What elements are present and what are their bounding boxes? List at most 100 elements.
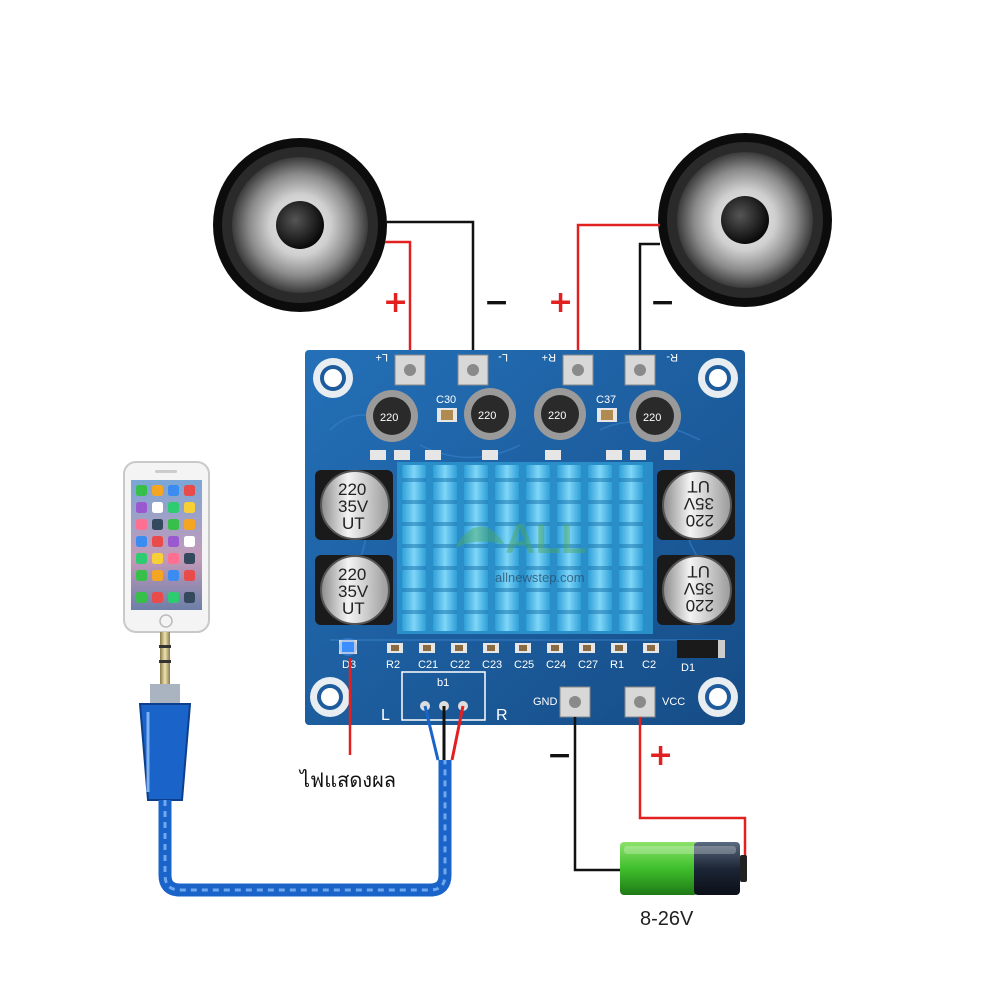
svg-text:UT: UT [342,514,365,533]
svg-text:allnewstep.com: allnewstep.com [495,570,585,585]
terminal-r-plus: R+ [542,351,594,386]
dock-app-icon [136,592,147,603]
app-icon [136,519,147,530]
svg-text:220: 220 [380,412,398,424]
app-icon [168,570,179,581]
app-icon [168,553,179,564]
speaker-right [658,133,832,307]
smd-component: R2 [386,643,403,671]
svg-text:b1: b1 [437,677,449,689]
terminal-gnd: GND [533,686,591,718]
mounting-hole-tr [698,358,738,398]
app-icon [136,502,147,513]
sign-left-plus: + [383,285,408,320]
svg-text:L: L [381,707,390,724]
smd-component: C24 [546,643,566,671]
component-label: R2 [386,659,400,671]
app-icon [152,485,163,496]
smd-component: C27 [578,643,598,671]
app-icon [184,502,195,513]
app-icon [184,519,195,530]
svg-text:220: 220 [643,412,661,424]
svg-text:L-: L- [498,351,508,363]
led-d3: D3 [339,638,357,671]
speaker-left [213,138,387,312]
terminal-l-minus: L- [457,351,508,386]
sign-right-plus: + [548,285,573,320]
smd-component: R1 [610,643,627,671]
heatsink [397,462,653,634]
mounting-hole-tl [313,358,353,398]
app-icon-grid [136,485,195,603]
app-icon [136,536,147,547]
cap-c37: C37 [596,394,617,422]
dock-app-icon [152,592,163,603]
svg-text:VCC: VCC [662,696,685,708]
component-label: C21 [418,659,438,671]
svg-text:C30: C30 [436,394,456,406]
dock-app-icon [168,592,179,603]
inductor-3: 220 [534,388,586,440]
diode-d1: D1 [677,640,725,674]
svg-text:ALL: ALL [505,515,587,562]
wire-vcc [638,717,747,862]
component-label: C27 [578,659,598,671]
app-icon [152,519,163,530]
svg-text:220: 220 [686,596,714,615]
app-icon [168,519,179,530]
app-icon [152,536,163,547]
svg-text:R+: R+ [542,351,556,363]
aux-plug [138,632,192,801]
sign-power-plus: + [648,738,673,773]
app-icon [136,570,147,581]
app-icon [184,570,195,581]
wire-gnd [573,717,625,872]
svg-text:35V: 35V [683,579,714,598]
smartphone [123,461,210,633]
dock-app-icon [184,592,195,603]
svg-text:UT: UT [687,477,710,496]
svg-text:220: 220 [548,410,566,422]
wire-right-minus [638,242,660,358]
sign-left-minus: − [484,285,509,320]
smd-component: C25 [514,643,534,671]
app-icon [152,553,163,564]
svg-text:UT: UT [342,599,365,618]
app-icon [152,502,163,513]
svg-text:35V: 35V [338,497,369,516]
watermark: ALL allnewstep.com [455,515,587,585]
component-label: C2 [642,659,656,671]
electrolytic-cap-2: 220 35V UT [315,555,393,625]
smd-component: C22 [450,643,470,671]
app-icon [184,553,195,564]
sign-right-minus: − [650,285,675,320]
app-icon [136,485,147,496]
svg-text:220: 220 [338,565,366,584]
inductor-4: 220 [629,390,681,442]
power-wires [573,717,747,872]
terminal-r-minus: R- [624,351,678,386]
voltage-label: 8-26V [640,908,694,930]
electrolytic-cap-4: 220 35V UT [657,555,735,625]
cap-c30: C30 [436,394,457,422]
sign-power-minus: − [547,738,572,773]
component-label: R1 [610,659,624,671]
terminal-vcc: VCC [624,686,685,718]
wire-left-plus [385,240,412,358]
svg-text:220: 220 [686,511,714,530]
amplifier-board: L+ L- R+ R- 220 220 220 [305,350,745,725]
svg-text:R-: R- [666,351,678,363]
mounting-hole-br [698,677,738,717]
svg-text:35V: 35V [338,582,369,601]
terminal-l-plus: L+ [375,351,426,386]
mounting-hole-bl [310,677,350,717]
app-icon [168,485,179,496]
speaker-wires [385,220,660,358]
svg-text:UT: UT [687,562,710,581]
smd-component: C21 [418,643,438,671]
inductor-2: 220 [464,388,516,440]
app-icon [168,502,179,513]
component-label: C23 [482,659,502,671]
